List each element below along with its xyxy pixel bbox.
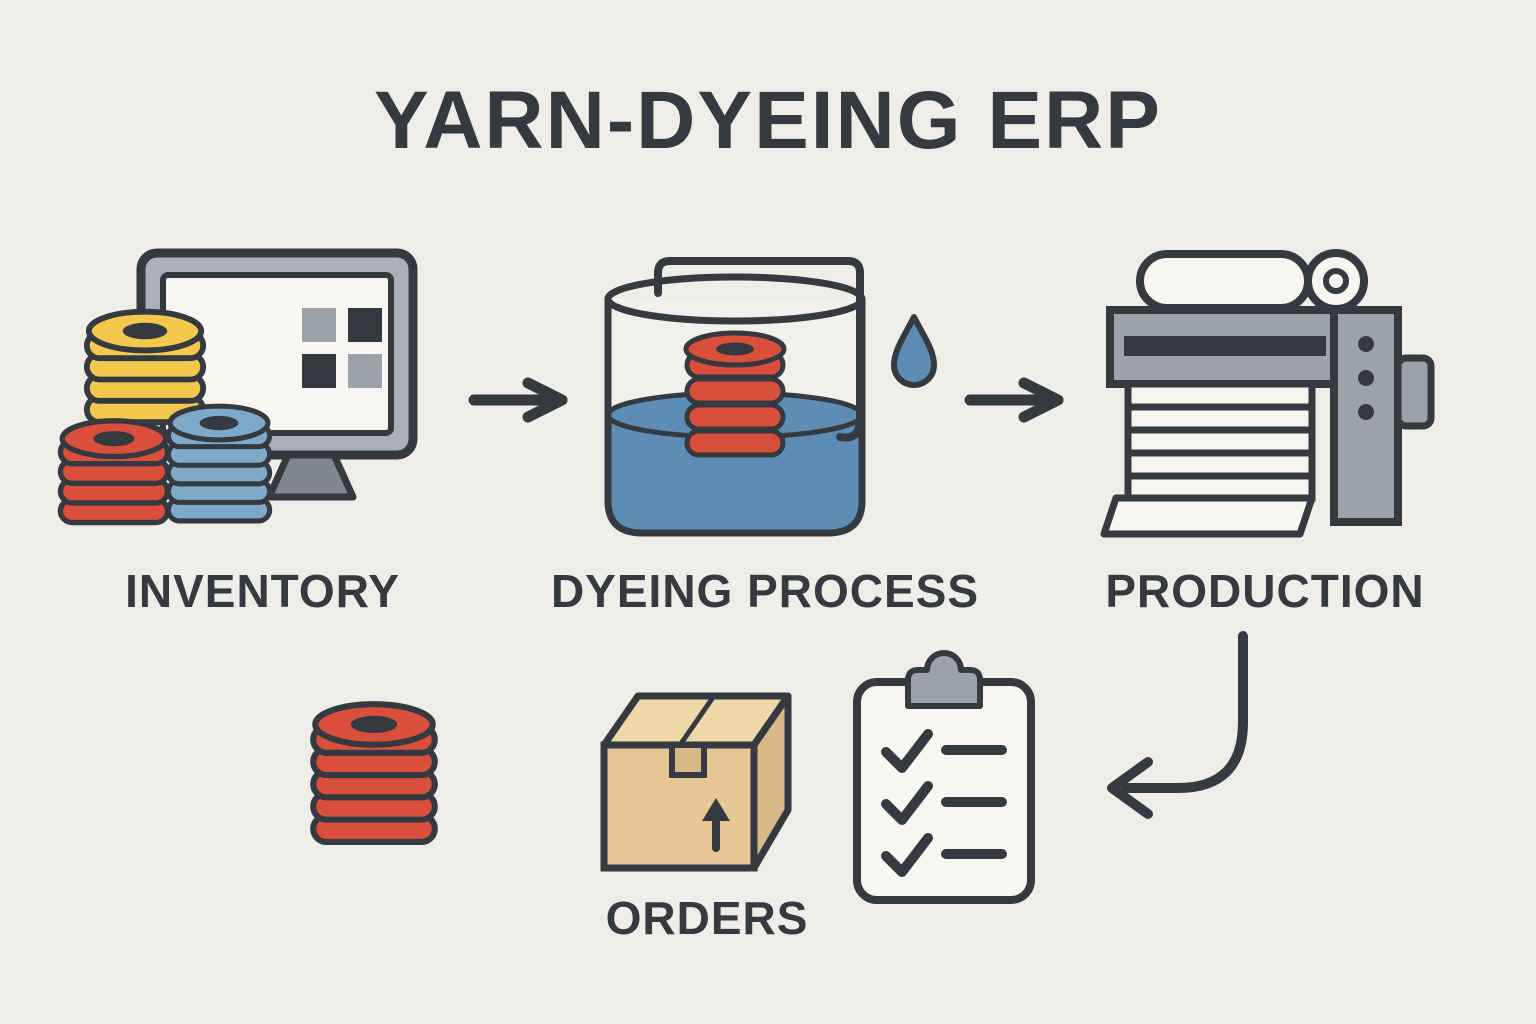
panel-dot (1358, 404, 1374, 420)
machine-bar (1124, 336, 1326, 356)
inventory-label: INVENTORY (125, 565, 400, 617)
curved-arrow-down-left-icon (1107, 631, 1248, 819)
box-front (600, 741, 758, 872)
checkmark-icon (881, 833, 933, 877)
orders-label: ORDERS (605, 892, 809, 944)
checklist-clipboard-icon (853, 650, 1035, 904)
spool-hole (350, 715, 398, 734)
screen-tile (348, 354, 382, 388)
spool-hole (93, 431, 135, 447)
dye-vat-icon (604, 257, 937, 537)
spool-hole (199, 415, 239, 431)
roll-core (1323, 268, 1349, 294)
fabric-sheet (1100, 494, 1316, 538)
screen-tile (302, 308, 336, 342)
checkmark-icon (881, 781, 933, 825)
vat-outline (604, 295, 866, 537)
screen-tile (348, 308, 382, 342)
monitor-stand (265, 451, 357, 501)
arrow-right-icon (468, 377, 568, 423)
dye-droplet-icon (891, 314, 937, 388)
yarn-stack-blue-icon (165, 403, 273, 524)
feed-tube-icon (654, 257, 864, 442)
clipboard-clip (905, 650, 983, 709)
checkmark-icon (881, 729, 933, 773)
machine-side-tab (1394, 354, 1435, 430)
submerged-yarn-spool-icon (683, 330, 787, 458)
yarn-stack-red-icon (57, 418, 171, 526)
shipping-box-icon (600, 692, 792, 872)
flap-fold (677, 694, 717, 747)
paper-roll-icon (1136, 250, 1312, 312)
dye-liquid (608, 415, 862, 533)
arrow-right-icon (964, 377, 1064, 423)
production-label: PRODUCTION (1105, 565, 1425, 617)
fabric-printing-machine-icon (1100, 249, 1435, 538)
box-notch (669, 742, 707, 778)
screen-tile (302, 354, 336, 388)
yarn-spool-red-icon (310, 701, 438, 845)
printed-fabric (1124, 380, 1316, 502)
spool-hole (122, 322, 168, 340)
diagram-title: YARN-DYEING ERP (374, 75, 1162, 166)
dyeing-process-label: DYEING PROCESS (550, 565, 980, 617)
up-arrow-icon (702, 798, 730, 821)
panel-dot (1358, 336, 1374, 352)
roll-end (1304, 249, 1368, 313)
panel-dot (1358, 370, 1374, 386)
clipboard-board (853, 678, 1035, 904)
